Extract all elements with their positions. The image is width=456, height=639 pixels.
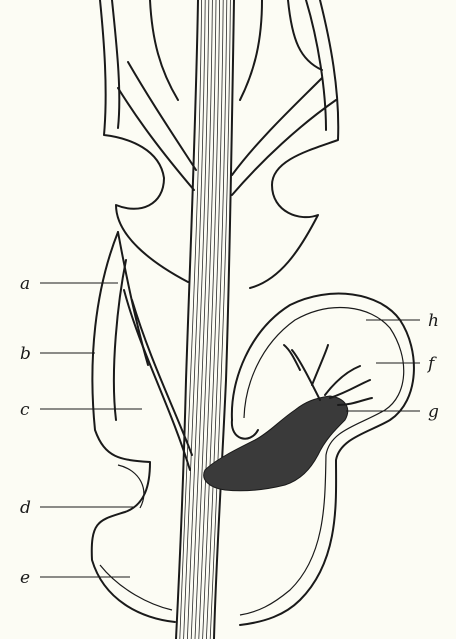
label-f: f (376, 354, 437, 374)
svg-text:d: d (20, 498, 31, 518)
central-stem (176, 0, 234, 639)
label-h: h (366, 311, 439, 331)
left-lower-leaf (92, 232, 192, 622)
label-e: e (20, 568, 130, 588)
svg-text:c: c (20, 400, 30, 420)
label-b: b (20, 344, 95, 364)
svg-text:g: g (428, 402, 439, 422)
svg-text:e: e (20, 568, 30, 588)
svg-text:f: f (426, 354, 437, 374)
upper-branches (118, 0, 336, 195)
svg-text:b: b (20, 344, 31, 364)
svg-text:a: a (20, 274, 30, 294)
label-c: c (20, 400, 142, 420)
bud-cluster (204, 345, 372, 491)
svg-text:h: h (428, 311, 439, 331)
